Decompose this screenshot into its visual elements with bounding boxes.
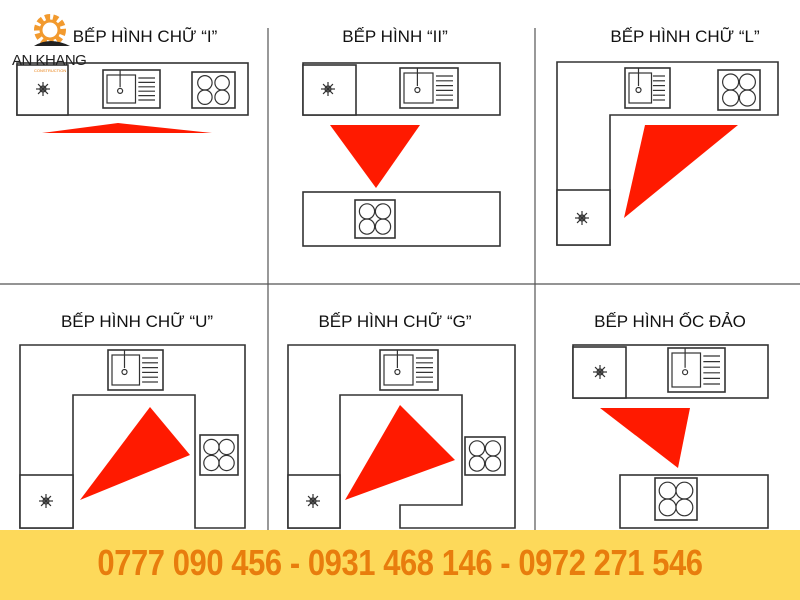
snowflake-icon bbox=[575, 211, 589, 225]
sink-icon bbox=[379, 349, 439, 391]
work-triangle bbox=[624, 125, 738, 218]
work-triangle bbox=[330, 125, 420, 188]
snowflake-icon bbox=[36, 82, 50, 96]
panel-l-shape: BẾP HÌNH CHỮ “L” bbox=[556, 27, 779, 246]
panel-title: BẾP HÌNH “II” bbox=[342, 27, 448, 46]
stove-icon bbox=[199, 434, 239, 476]
work-triangle bbox=[80, 407, 190, 500]
gear-icon bbox=[34, 14, 70, 46]
stove-icon bbox=[464, 436, 506, 476]
work-triangle bbox=[600, 408, 690, 468]
work-triangle bbox=[345, 405, 455, 500]
contact-banner: 0777 090 456 - 0931 468 146 - 0972 271 5… bbox=[0, 530, 800, 600]
logo-subtitle: CONSTRUCTION bbox=[34, 68, 67, 73]
snowflake-icon bbox=[39, 494, 53, 508]
counter bbox=[302, 191, 501, 247]
panel-title: BẾP HÌNH ỐC ĐẢO bbox=[594, 311, 746, 331]
phone-numbers: 0777 090 456 - 0931 468 146 - 0972 271 5… bbox=[97, 542, 703, 583]
stove-icon bbox=[354, 199, 396, 239]
panel-title: BẾP HÌNH CHỮ “L” bbox=[610, 27, 760, 46]
panel-title: BẾP HÌNH CHỮ “G” bbox=[318, 312, 471, 331]
panel-ii-shape: BẾP HÌNH “II” bbox=[302, 27, 501, 247]
sink-icon bbox=[102, 69, 161, 109]
snowflake-icon bbox=[321, 82, 335, 96]
sink-icon bbox=[399, 67, 459, 109]
work-triangle bbox=[42, 123, 212, 133]
snowflake-icon bbox=[593, 365, 607, 379]
panel-title: BẾP HÌNH CHỮ “U” bbox=[61, 312, 213, 331]
panel-u-shape: BẾP HÌNH CHỮ “U” bbox=[19, 312, 246, 529]
stove-icon bbox=[654, 477, 698, 521]
sink-icon bbox=[107, 349, 164, 391]
logo: AN KHANG CONSTRUCTION bbox=[12, 10, 92, 73]
snowflake-icon bbox=[306, 494, 320, 508]
sink-icon bbox=[624, 67, 671, 109]
panel-title: BẾP HÌNH CHỮ “I” bbox=[73, 27, 218, 46]
kitchen-layout-diagram: BẾP HÌNH CHỮ “I” BẾP HÌNH “II” BẾP HÌNH … bbox=[0, 27, 800, 530]
logo-brand: AN KHANG bbox=[12, 52, 87, 69]
dishwasher bbox=[16, 64, 69, 116]
sink-icon bbox=[667, 347, 726, 393]
stove-icon bbox=[717, 69, 761, 111]
panel-g-shape: BẾP HÌNH CHỮ “G” bbox=[287, 312, 516, 529]
stove-icon bbox=[191, 71, 236, 109]
